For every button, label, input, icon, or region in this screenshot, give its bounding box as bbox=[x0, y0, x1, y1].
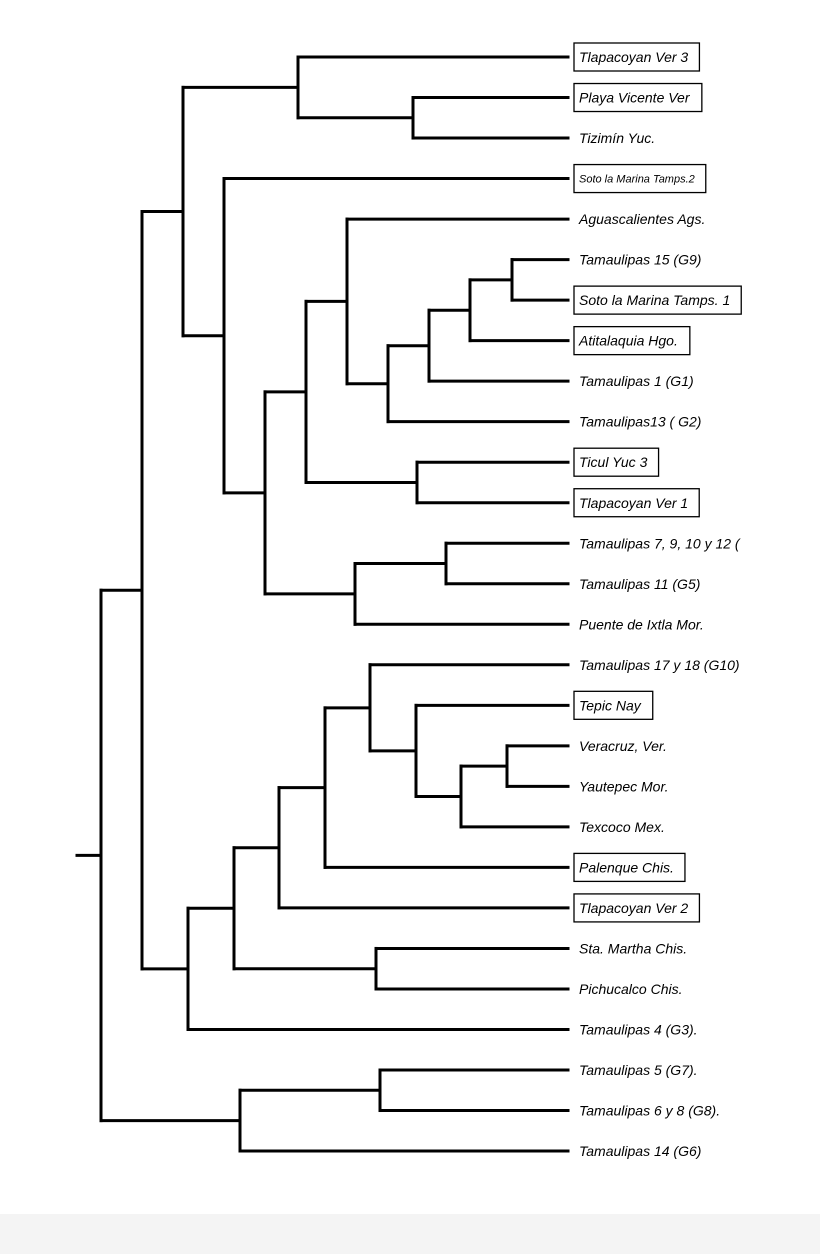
leaf-label: Tamaulipas13 ( G2) bbox=[579, 414, 701, 430]
leaf-yautepec-mor: Yautepec Mor. bbox=[579, 778, 669, 794]
leaf-label: Tamaulipas 6 y 8 (G8). bbox=[579, 1103, 720, 1119]
leaf-highlight-box bbox=[573, 82, 703, 113]
leaf-sta-martha-chis: Sta. Martha Chis. bbox=[579, 940, 687, 956]
tree-leaves: Tlapacoyan Ver 3 Playa Vicente VerTizimín… bbox=[573, 42, 742, 1159]
leaf-label: Tlapacoyan Ver 1 bbox=[579, 495, 688, 511]
leaf-label: Tamaulipas 1 (G1) bbox=[579, 373, 694, 389]
leaf-label: Tamaulipas 7, 9, 10 y 12 ( bbox=[579, 535, 741, 551]
leaf-label: Sta. Martha Chis. bbox=[579, 940, 687, 956]
leaf-aguascalientes-ags: Aguascalientes Ags. bbox=[578, 211, 705, 227]
leaf-tlapacoyan-ver-3: Tlapacoyan Ver 3 bbox=[573, 42, 701, 72]
dendrogram-tree: Tlapacoyan Ver 3 Playa Vicente VerTizimín… bbox=[75, 42, 742, 1159]
leaf-label: Tamaulipas 4 (G3). bbox=[579, 1022, 698, 1038]
leaf-highlight-box bbox=[573, 488, 700, 518]
leaf-highlight-box bbox=[573, 42, 701, 72]
leaf-label: Tamaulipas 14 (G6) bbox=[579, 1143, 701, 1159]
leaf-tizim-n-yuc: Tizimín Yuc. bbox=[579, 130, 655, 146]
tree-branches bbox=[75, 55, 570, 1153]
leaf-tamaulipas-11-g5: Tamaulipas 11 (G5) bbox=[579, 576, 700, 592]
leaf-palenque-chis: Palenque Chis. bbox=[573, 852, 686, 883]
leaf-label: Soto la Marina Tamps. 1 bbox=[579, 292, 730, 308]
leaf-label: Veracruz, Ver. bbox=[579, 738, 667, 754]
leaf-label: Pichucalco Chis. bbox=[579, 981, 683, 997]
leaf-label: Tlapacoyan Ver 2 bbox=[579, 900, 688, 916]
leaf-label: Tamaulipas 17 y 18 (G10) bbox=[579, 657, 740, 673]
leaf-highlight-box bbox=[573, 325, 691, 356]
leaf-atitalaquia-hgo: Atitalaquia Hgo. bbox=[573, 325, 691, 356]
leaf-label: Palenque Chis. bbox=[579, 859, 674, 875]
leaf-texcoco-mex: Texcoco Mex. bbox=[579, 819, 665, 835]
leaf-highlight-box bbox=[573, 163, 707, 194]
leaf-pichucalco-chis: Pichucalco Chis. bbox=[579, 981, 683, 997]
leaf-tamaulipas-1-g1: Tamaulipas 1 (G1) bbox=[579, 373, 694, 389]
leaf-tlapacoyan-ver-1: Tlapacoyan Ver 1 bbox=[573, 488, 700, 518]
leaf-label: Atitalaquia Hgo. bbox=[578, 333, 678, 349]
leaf-tamaulipas13-g2: Tamaulipas13 ( G2) bbox=[579, 414, 701, 430]
leaf-veracruz-ver: Veracruz, Ver. bbox=[579, 738, 667, 754]
leaf-label: Tamaulipas 15 (G9) bbox=[579, 252, 701, 268]
leaf-tlapacoyan-ver-2: Tlapacoyan Ver 2 bbox=[573, 893, 701, 923]
leaf-tepic-nay: Tepic Nay bbox=[573, 690, 654, 720]
leaf-ticul-yuc-3: Ticul Yuc 3 bbox=[573, 447, 660, 477]
leaf-label: Ticul Yuc 3 bbox=[579, 454, 648, 470]
leaf-highlight-box bbox=[573, 852, 686, 883]
leaf-label: Tepic Nay bbox=[579, 697, 642, 713]
leaf-label: Soto la Marina Tamps.2 bbox=[579, 174, 695, 186]
leaf-highlight-box bbox=[573, 285, 742, 315]
leaf-highlight-box bbox=[573, 447, 660, 477]
leaf-label: Tlapacoyan Ver 3 bbox=[579, 49, 688, 65]
leaf-highlight-box bbox=[573, 893, 701, 923]
leaf-tamaulipas-5-g7: Tamaulipas 5 (G7). bbox=[579, 1062, 698, 1078]
leaf-label: Texcoco Mex. bbox=[579, 819, 665, 835]
leaf-label: Tamaulipas 11 (G5) bbox=[579, 576, 700, 592]
leaf-tamaulipas-14-g6: Tamaulipas 14 (G6) bbox=[579, 1143, 701, 1159]
leaf-tamaulipas-7-9-10-y-12: Tamaulipas 7, 9, 10 y 12 ( bbox=[579, 535, 741, 551]
leaf-soto-la-marina-tamps-1: Soto la Marina Tamps. 1 bbox=[573, 285, 742, 315]
leaf-label: Puente de Ixtla Mor. bbox=[579, 616, 704, 632]
leaf-label: Aguascalientes Ags. bbox=[578, 211, 705, 227]
leaf-highlight-box bbox=[573, 690, 654, 720]
leaf-label: Tamaulipas 5 (G7). bbox=[579, 1062, 698, 1078]
leaf-label: Playa Vicente Ver bbox=[579, 90, 691, 106]
leaf-label: Tizimín Yuc. bbox=[579, 130, 655, 146]
leaf-playa-vicente-ver: Playa Vicente Ver bbox=[573, 82, 703, 113]
leaf-soto-la-marina-tamps-2: Soto la Marina Tamps.2 bbox=[573, 163, 707, 194]
leaf-label: Yautepec Mor. bbox=[579, 778, 669, 794]
leaf-tamaulipas-4-g3: Tamaulipas 4 (G3). bbox=[579, 1022, 698, 1038]
leaf-tamaulipas-15-g9: Tamaulipas 15 (G9) bbox=[579, 252, 701, 268]
leaf-tamaulipas-17-y-18-g10: Tamaulipas 17 y 18 (G10) bbox=[579, 657, 740, 673]
leaf-puente-de-ixtla-mor: Puente de Ixtla Mor. bbox=[579, 616, 704, 632]
leaf-tamaulipas-6-y-8-g8: Tamaulipas 6 y 8 (G8). bbox=[579, 1103, 720, 1119]
